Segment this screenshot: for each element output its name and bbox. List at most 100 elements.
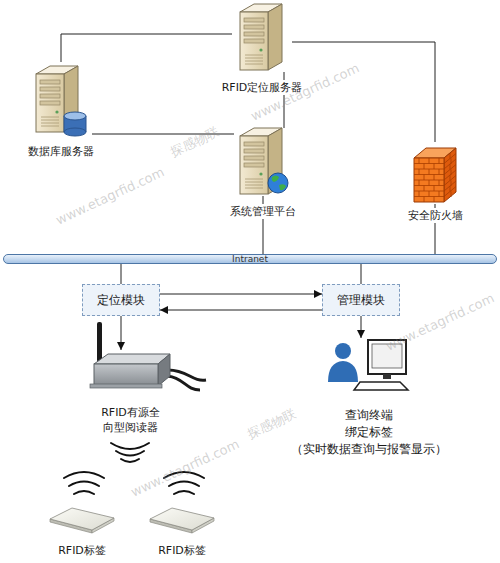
vent-line <box>245 58 263 59</box>
text-group: 系统管理平台 <box>228 204 298 219</box>
brick-line <box>414 196 444 197</box>
drive-bay <box>40 94 60 98</box>
module-box: 管理模块 <box>322 284 400 316</box>
icon-graphic <box>232 2 292 72</box>
drive-bay <box>244 149 264 153</box>
vent-line <box>41 126 59 127</box>
reader-flange <box>90 384 162 388</box>
radio-wave <box>169 482 199 487</box>
brick-line <box>444 154 456 164</box>
node-label: 查询终端 <box>291 407 447 424</box>
radio-wave <box>174 491 194 494</box>
brick-line <box>414 185 444 186</box>
flow-arrow <box>160 310 322 311</box>
brick-line <box>450 175 451 181</box>
icon-graphic <box>30 62 92 140</box>
firewall-front <box>414 158 444 202</box>
server-front <box>36 74 64 132</box>
flow-arrow <box>361 316 362 338</box>
brick-line <box>444 181 456 191</box>
drive-bay <box>244 156 264 160</box>
server-front <box>240 136 268 194</box>
watermark: 探感物联 <box>168 123 223 161</box>
reader-waves <box>111 443 149 462</box>
database-cylinder <box>64 128 86 136</box>
cable <box>168 370 206 380</box>
brick-line <box>434 164 435 170</box>
brick-line <box>439 158 440 164</box>
vent-line <box>41 123 59 124</box>
monitor-stand <box>383 374 391 379</box>
vent-line <box>245 185 263 186</box>
brick-line <box>424 164 425 170</box>
text-group: RFID标签 <box>56 543 108 558</box>
node-label: RFID标签 <box>58 543 106 558</box>
globe-land <box>272 176 279 183</box>
node-label: 安全防火墙 <box>408 208 463 223</box>
vent-line <box>245 61 263 62</box>
text-group: 数据库服务器 <box>26 144 96 159</box>
server-front <box>240 12 268 70</box>
radio-wave <box>116 451 144 456</box>
antenna <box>97 322 102 362</box>
radio-wave <box>74 491 94 494</box>
radio-wave <box>64 472 104 478</box>
brick-line <box>450 186 451 192</box>
brick-line <box>424 175 425 181</box>
brick-line <box>429 158 430 164</box>
node-label: RFID标签 <box>158 543 206 558</box>
watermark: 探感物联 <box>245 405 300 443</box>
brick-line <box>444 187 456 197</box>
brick-line <box>439 180 440 186</box>
vent-line <box>41 117 59 118</box>
user-body <box>328 361 358 382</box>
brick-line <box>419 191 420 197</box>
watermark: www.etagrfid.com <box>383 290 496 353</box>
brick-line <box>439 169 440 175</box>
vent-line <box>245 64 263 65</box>
brick-line <box>424 186 425 192</box>
brick-line <box>451 192 452 198</box>
drive-bay <box>244 39 264 43</box>
tag-node: RFID标签 <box>148 505 216 533</box>
brick-line <box>434 186 435 192</box>
icon-graphic <box>88 350 173 395</box>
drive-bay <box>244 163 264 167</box>
drive-bay <box>40 80 60 84</box>
module-label: 管理模块 <box>337 293 385 308</box>
watermark: www.etagrfid.com <box>128 436 241 499</box>
node-label: 系统管理平台 <box>230 204 296 219</box>
text-group: RFID标签 <box>156 543 208 558</box>
drive-bay <box>244 18 264 22</box>
reader-side <box>158 354 170 386</box>
firewall-top <box>414 148 456 158</box>
server-node: RFID定位服务器 <box>232 2 292 72</box>
brick-line <box>444 176 456 186</box>
brick-line <box>419 169 420 175</box>
brick-line <box>424 197 425 203</box>
drive-bay <box>244 25 264 29</box>
radio-wave <box>121 459 139 462</box>
vent-line <box>245 179 263 180</box>
vent-line <box>245 182 263 183</box>
vent-line <box>41 120 59 121</box>
drive-bay <box>244 32 264 36</box>
watermark: www.etagrfid.com <box>248 60 361 123</box>
firewall-side <box>444 148 456 202</box>
vent-line <box>245 55 263 56</box>
power-led <box>259 48 262 51</box>
globe-land <box>279 184 286 190</box>
flow-arrow <box>121 316 122 350</box>
database-cylinder <box>86 116 87 132</box>
text-group: 管理模块 <box>337 293 385 308</box>
network-band: Intranet <box>3 254 497 264</box>
drive-bay <box>244 142 264 146</box>
icon-graphic <box>234 128 292 196</box>
database-server-node: 数据库服务器 <box>30 62 92 140</box>
database-cylinder <box>64 116 65 132</box>
text-group: 查询终端绑定标签（实时数据查询与报警显示） <box>289 407 449 458</box>
power-led <box>55 110 58 113</box>
